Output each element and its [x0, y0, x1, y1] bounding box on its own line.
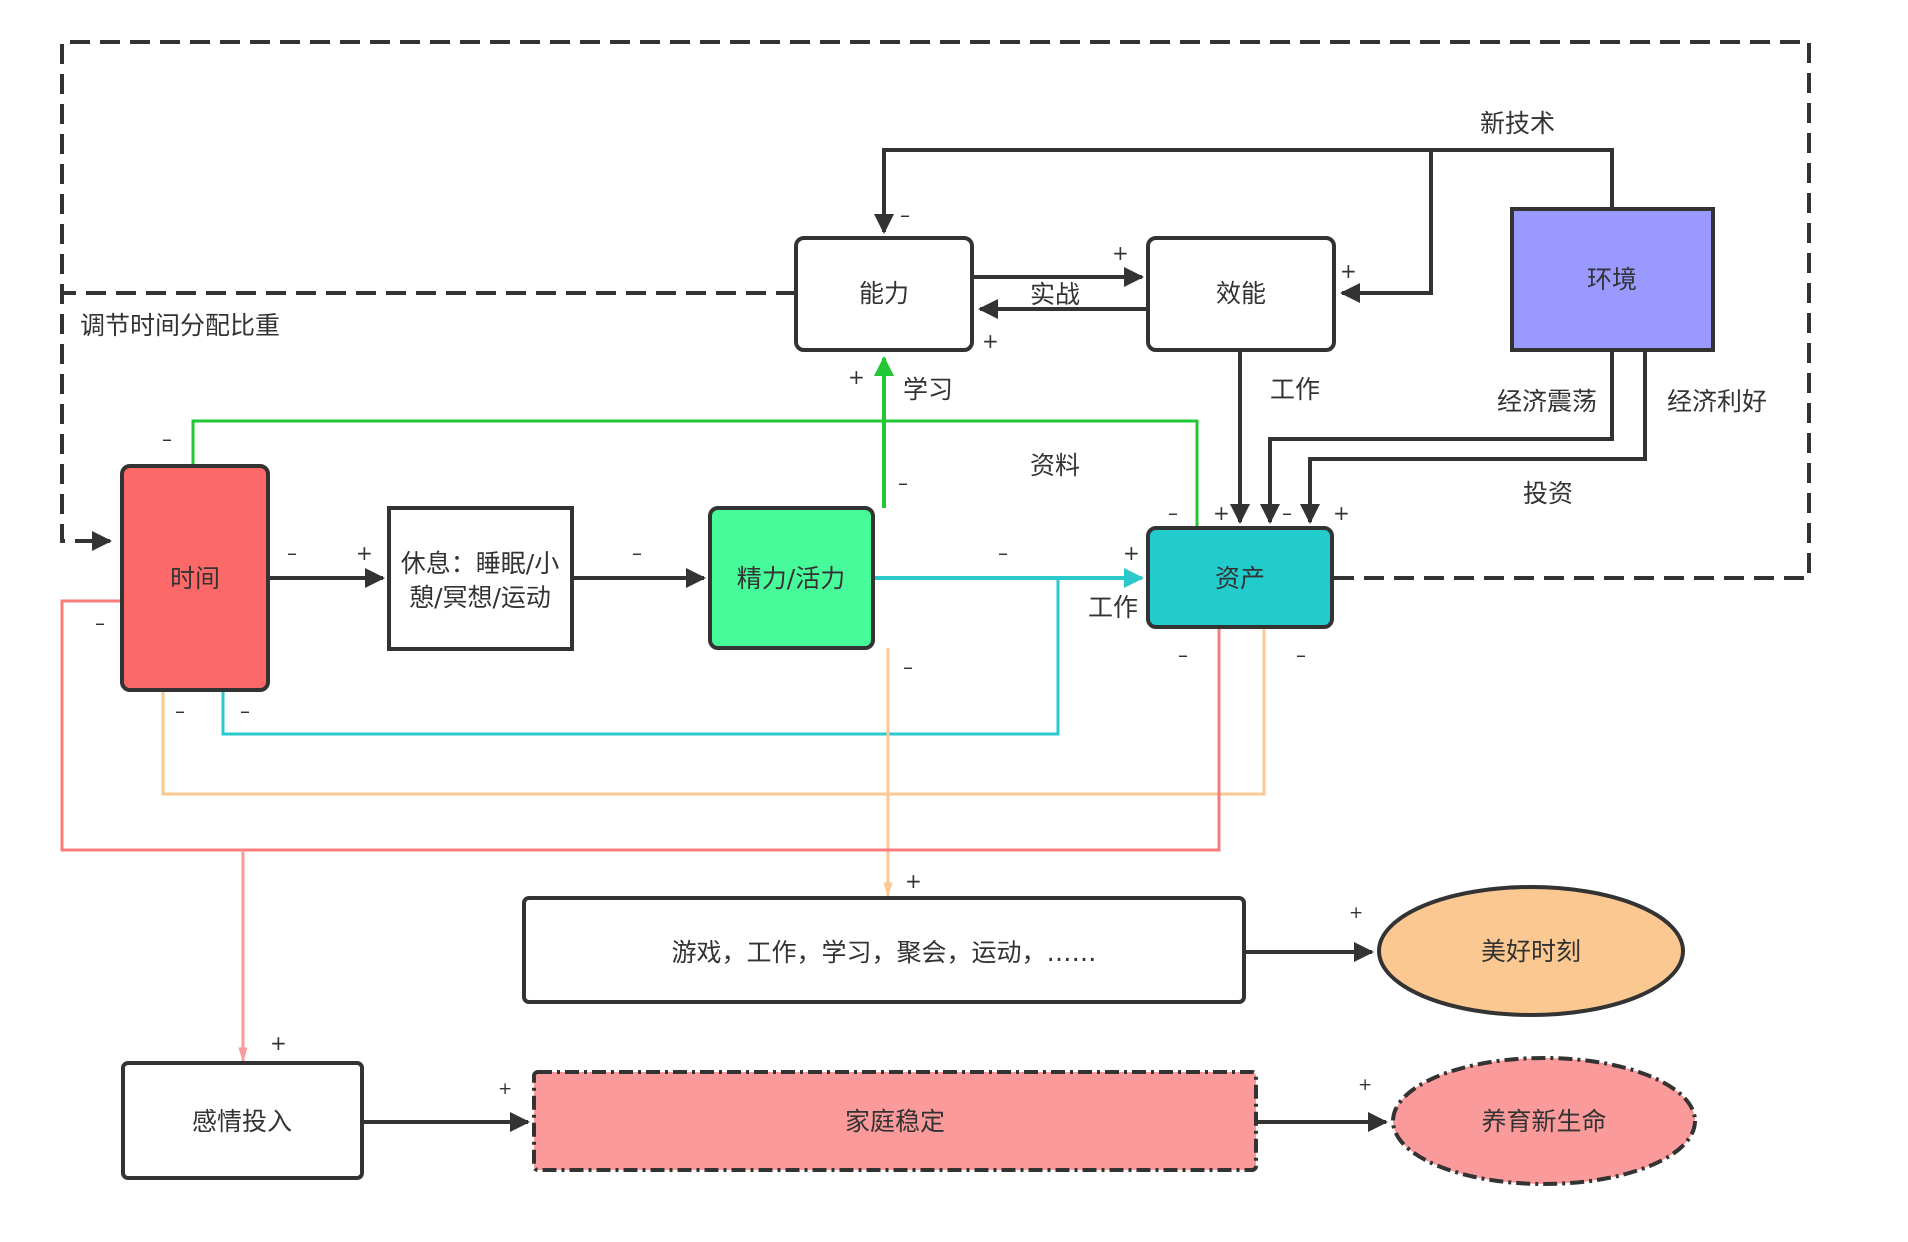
node-ability-label: 能力: [859, 279, 909, 308]
materials-label: 资料: [1030, 451, 1080, 480]
node-energy[interactable]: 精力/活力: [708, 506, 875, 650]
edge-economic-boom: [1300, 350, 1647, 524]
node-efficiency[interactable]: 效能: [1146, 236, 1336, 352]
node-time-label: 时间: [170, 564, 220, 593]
new-tech-label: 新技术: [1480, 109, 1555, 138]
sign-assets-left: +: [1123, 541, 1140, 565]
node-ability[interactable]: 能力: [794, 236, 974, 352]
node-good-moments[interactable]: 美好时刻: [1377, 885, 1685, 1017]
sign-new-life-left: +: [1358, 1075, 1372, 1095]
node-environment[interactable]: 环境: [1510, 207, 1715, 352]
sign-time-left: –: [95, 611, 105, 635]
edge-time-to-assets-green: [191, 419, 1199, 528]
economic-boom-label: 经济利好: [1667, 387, 1767, 416]
node-raise-new-life[interactable]: 养育新生命: [1391, 1056, 1697, 1186]
sign-ability-right: +: [982, 329, 999, 353]
sign-time-bottom-1: –: [175, 699, 185, 723]
sign-assets-top-2: +: [1213, 501, 1230, 525]
sign-assets-bottom-2: –: [1296, 643, 1306, 667]
sign-efficiency-left: +: [1112, 241, 1129, 265]
sign-assets-top-4: +: [1333, 501, 1350, 525]
edge-new-tech-to-ability: [874, 148, 1614, 234]
node-efficiency-label: 效能: [1216, 279, 1266, 308]
dashed-feedback-loop-outer: [60, 40, 1811, 580]
node-activities-label: 游戏，工作，学习，聚会，运动，……: [671, 938, 1096, 967]
sign-rest-left: +: [356, 541, 373, 565]
sign-efficiency-right: +: [1340, 259, 1357, 283]
edge-economic-shock: [1260, 350, 1614, 524]
sign-ability-bottom: +: [848, 365, 865, 389]
sign-ability-top: –: [900, 203, 910, 227]
edge-new-tech-to-efficiency: [1340, 150, 1433, 303]
edge-time-assets-orange: [161, 627, 1266, 796]
node-family-stability-label: 家庭稳定: [845, 1107, 945, 1136]
node-rest[interactable]: 休息：睡眠/小 憩/冥想/运动: [387, 506, 574, 651]
learning-label: 学习: [903, 375, 953, 404]
sign-good-moments-left: +: [1349, 903, 1363, 923]
node-rest-label-line2: 憩/冥想/运动: [409, 583, 551, 612]
node-good-moments-label: 美好时刻: [1481, 937, 1581, 966]
node-environment-label: 环境: [1587, 265, 1637, 294]
sign-family-left: +: [498, 1079, 512, 1099]
node-assets-label: 资产: [1215, 564, 1265, 593]
sign-energy-top: –: [898, 471, 908, 495]
sign-assets-top-3: –: [1282, 501, 1292, 525]
node-family-stability[interactable]: 家庭稳定: [532, 1070, 1258, 1172]
sign-time-right: –: [287, 541, 297, 565]
sign-energy-bottom: –: [903, 655, 913, 679]
node-emotional-investment-label: 感情投入: [192, 1107, 292, 1136]
edge-time-assets-red: [60, 599, 1221, 852]
work-efficiency-label: 工作: [1270, 375, 1320, 404]
sign-rest-right: –: [632, 541, 642, 565]
node-emotional-investment[interactable]: 感情投入: [121, 1061, 364, 1180]
sign-assets-bottom-1: –: [1178, 643, 1188, 667]
sign-energy-right: –: [998, 541, 1008, 565]
node-assets[interactable]: 资产: [1146, 526, 1334, 629]
investment-label: 投资: [1523, 479, 1573, 508]
sign-activities-top: +: [905, 869, 922, 893]
node-time[interactable]: 时间: [120, 464, 270, 692]
node-rest-label-line1: 休息：睡眠/小: [401, 549, 559, 578]
sign-time-top: –: [162, 427, 172, 451]
work-energy-label: 工作: [1088, 593, 1138, 622]
edge-time-to-work-cyan: [221, 578, 1060, 736]
sign-time-bottom-2: –: [240, 699, 250, 723]
node-activities[interactable]: 游戏，工作，学习，聚会，运动，……: [522, 896, 1246, 1004]
economic-shock-label: 经济震荡: [1497, 387, 1597, 416]
node-energy-label: 精力/活力: [737, 564, 845, 593]
adjust-time-label: 调节时间分配比重: [80, 311, 280, 340]
node-raise-new-life-label: 养育新生命: [1481, 1107, 1606, 1136]
sign-emotional-top: +: [270, 1031, 287, 1055]
sign-assets-top-1: –: [1168, 501, 1178, 525]
practice-label: 实战: [1030, 280, 1080, 309]
